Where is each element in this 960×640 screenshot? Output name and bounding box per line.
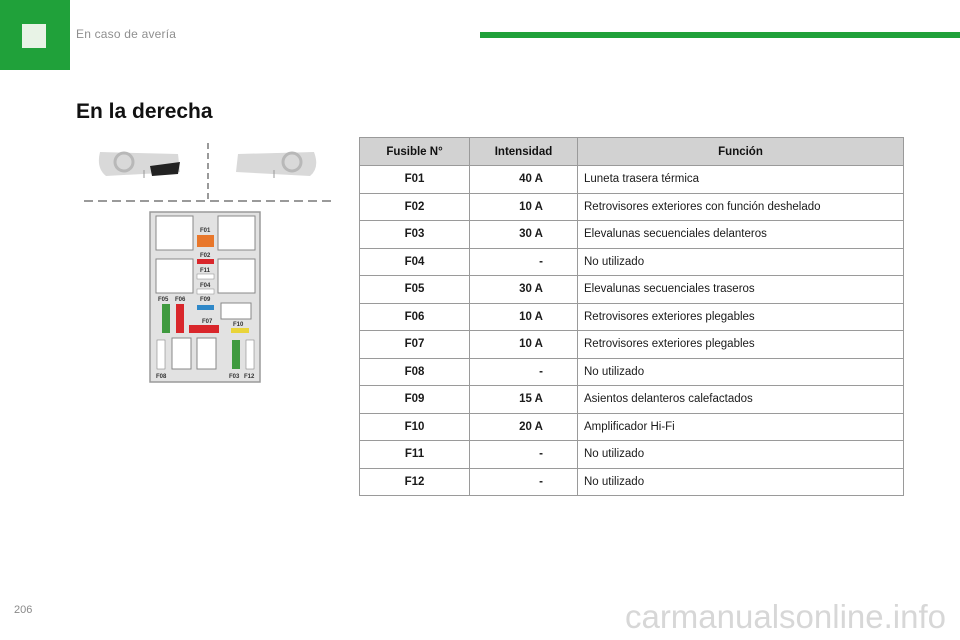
fuse-function: Retrovisores exteriores con función desh… [577, 192, 904, 221]
fuse-label: F02 [200, 253, 211, 259]
fuse-f11 [196, 273, 215, 280]
relay-slot [171, 337, 192, 370]
fuse-amperage: - [469, 247, 578, 276]
fuse-amperage: 20 A [469, 412, 578, 441]
fuse-number: F11 [359, 440, 470, 469]
fuse-function: Elevalunas secuenciales delanteros [577, 220, 904, 249]
table-row: F04-No utilizado [359, 247, 904, 276]
table-row: F11-No utilizado [359, 440, 904, 469]
relay-slot [220, 302, 252, 320]
column-header-function: Función [577, 137, 904, 166]
fuse-f08 [156, 339, 166, 370]
fuse-number: F05 [359, 275, 470, 304]
fuse-function: Luneta trasera térmica [577, 165, 904, 194]
fuse-f01 [197, 235, 214, 247]
fuse-label: F12 [244, 374, 255, 380]
fuse-amperage: - [469, 467, 578, 496]
fuse-f12 [245, 339, 255, 370]
fuse-function: No utilizado [577, 357, 904, 386]
fuse-number: F07 [359, 330, 470, 359]
corner-square [22, 24, 46, 48]
fuse-label: F01 [200, 228, 211, 234]
fuse-amperage: 30 A [469, 220, 578, 249]
fuse-amperage: - [469, 357, 578, 386]
fuse-number: F03 [359, 220, 470, 249]
fuse-number: F09 [359, 385, 470, 414]
section-title: En caso de avería [76, 27, 177, 41]
fuse-f10 [231, 328, 249, 333]
fuse-amperage: 10 A [469, 192, 578, 221]
fuse-label: F06 [175, 297, 186, 303]
fuse-f03 [232, 340, 240, 369]
header-rule [480, 32, 960, 38]
fuse-label: F03 [229, 374, 240, 380]
fuse-number: F06 [359, 302, 470, 331]
left-hand-drive-icon [98, 151, 180, 178]
corner-tab [0, 0, 70, 70]
table-row: F12-No utilizado [359, 467, 904, 496]
watermark: carmanualsonline.info [624, 598, 946, 635]
fuse-function: No utilizado [577, 247, 904, 276]
relay-slot [155, 258, 194, 294]
fuse-function: Retrovisores exteriores plegables [577, 302, 904, 331]
fuse-label: F10 [233, 322, 244, 328]
relay-slot [196, 337, 217, 370]
fuse-f09 [197, 305, 214, 310]
fuse-function: No utilizado [577, 440, 904, 469]
fuse-f05 [162, 304, 170, 333]
fuse-number: F12 [359, 467, 470, 496]
relay-slot [155, 215, 194, 251]
fuse-label: F05 [158, 297, 169, 303]
table-header-row: Fusible N° Intensidad Función [359, 137, 904, 166]
fuse-amperage: 15 A [469, 385, 578, 414]
fuse-amperage: 30 A [469, 275, 578, 304]
column-header-amperage: Intensidad [469, 137, 578, 166]
fuse-function: Amplificador Hi-Fi [577, 412, 904, 441]
fuse-amperage: 10 A [469, 302, 578, 331]
right-hand-drive-icon [236, 151, 317, 178]
fuse-amperage: 40 A [469, 165, 578, 194]
fuse-label: F11 [200, 268, 211, 274]
fuse-function: Retrovisores exteriores plegables [577, 330, 904, 359]
fuse-number: F01 [359, 165, 470, 194]
fuse-number: F02 [359, 192, 470, 221]
fuse-label: F09 [200, 297, 211, 303]
page-heading: En la derecha [76, 100, 213, 123]
column-header-fuse: Fusible N° [359, 137, 470, 166]
page-number: 206 [14, 604, 33, 616]
fuse-label: F04 [200, 283, 211, 289]
fuse-number: F08 [359, 357, 470, 386]
fuse-f02 [197, 259, 214, 264]
fuse-box-diagram: F01 F02 F11 F04 F05 F06 F09 F07 F10 F08 … [84, 143, 332, 383]
relay-slot [217, 215, 256, 251]
fuse-f04 [196, 288, 215, 295]
fuse-function: No utilizado [577, 467, 904, 496]
relay-slot [217, 258, 256, 294]
fuse-f06 [176, 304, 184, 333]
fuse-amperage: 10 A [469, 330, 578, 359]
fuse-amperage: - [469, 440, 578, 469]
fuse-function: Asientos delanteros calefactados [577, 385, 904, 414]
fuse-label: F08 [156, 374, 167, 380]
fuse-number: F10 [359, 412, 470, 441]
fuse-f07 [189, 325, 219, 333]
fuse-function: Elevalunas secuenciales traseros [577, 275, 904, 304]
fuse-label: F07 [202, 319, 213, 325]
fuse-number: F04 [359, 247, 470, 276]
table-row: F08-No utilizado [359, 357, 904, 386]
